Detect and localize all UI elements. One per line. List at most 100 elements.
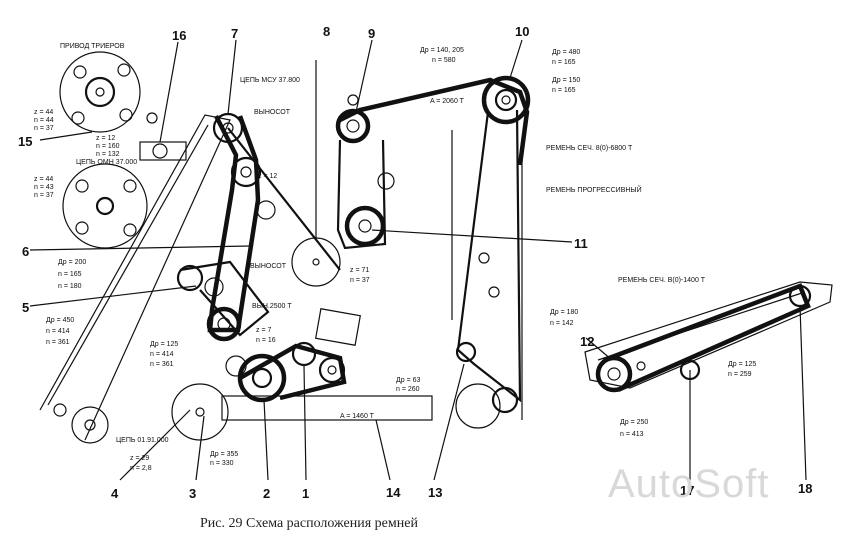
pulley-10 [481, 75, 531, 125]
pulley-180 [491, 386, 519, 414]
label-n361: n = 361 [46, 339, 70, 346]
label-chain-01: ЦЕПЬ 01.91.000 [116, 437, 169, 444]
label-n37-c: n = 37 [350, 277, 370, 284]
pulley-11-axle [358, 219, 372, 233]
label-chain-msu: ЦЕПЬ МСУ 37.800 [240, 77, 300, 84]
label-z29: z = 29 [130, 455, 149, 462]
callout-11: 11 [574, 236, 588, 251]
pulley-14-axle [327, 365, 337, 375]
belt-2-14 [238, 343, 347, 401]
label-chain-omn: ЦЕПЬ ОМН 37.000 [76, 159, 137, 166]
label-dp125: Др = 125 [150, 341, 178, 348]
sprocket-3 [171, 383, 229, 441]
callout-9: 9 [368, 26, 375, 41]
label-belt-1400: РЕМЕНЬ СЕЧ. В(0)-1400 Т [618, 277, 706, 284]
figure-caption: Рис. 29 Схема расположения ремней [200, 516, 418, 531]
label-vyn2500: ВЫН.2500 T [252, 303, 292, 310]
label-belt-progressive: РЕМЕНЬ ПРОГРЕССИВНЫЙ [546, 185, 642, 194]
callout-13: 13 [428, 485, 442, 500]
belt-5 [179, 260, 270, 337]
pulley-200 [176, 264, 204, 292]
idler-13b [488, 286, 500, 298]
bolt-hole [119, 108, 133, 122]
lower-drives [171, 308, 433, 441]
tensioner-9 [347, 94, 359, 106]
chain-link-strand [227, 127, 341, 271]
label-n413: n = 413 [620, 431, 644, 438]
label-vynosot-b: ВЫНОСОТ [250, 263, 287, 270]
label-dp250: Др = 250 [620, 419, 648, 426]
leader-10 [509, 39, 523, 79]
bolt-hole [123, 179, 137, 193]
right-elevator [584, 281, 833, 481]
callout-leader-18 [799, 305, 807, 481]
callout-1: 1 [302, 486, 309, 501]
pulley-13 [455, 341, 477, 363]
leader-1 [303, 365, 307, 481]
label-dp200: Др = 200 [58, 259, 86, 266]
pulley-10-axle [501, 95, 511, 105]
sprocket-3-axle [195, 407, 205, 417]
pulley-8-axle [312, 258, 320, 266]
label-dp125-b: Др = 125 [728, 361, 756, 368]
pulley-11-drive [344, 205, 386, 247]
upper-trier-axle [95, 87, 105, 97]
label-n16: n = 16 [256, 337, 276, 344]
callout-2: 2 [263, 486, 270, 501]
callout-10: 10 [515, 24, 529, 39]
callout-15: 15 [18, 134, 32, 149]
leader-6 [29, 245, 251, 251]
label-n259: n = 259 [728, 371, 752, 378]
callout-17: 17 [680, 483, 694, 498]
leader-9 [355, 39, 373, 113]
tensioner-sprocket [152, 143, 168, 159]
leader-16 [159, 41, 179, 143]
label-dp150: Др = 150 [552, 77, 580, 84]
idler-lower [225, 355, 247, 377]
lower-trier-hub [95, 196, 115, 216]
belt-12-18 [603, 283, 811, 393]
bolt-hole [75, 179, 89, 193]
elevator-frame [584, 281, 833, 389]
idler-bolt [146, 112, 158, 124]
label-n165-c: n = 165 [552, 87, 576, 94]
idler-13 [478, 252, 490, 264]
label-n43-b: n = 43 [34, 184, 54, 191]
label-vynosot-a: ВЫНОСОТ [254, 109, 291, 116]
label-n44-a: n = 44 [34, 117, 54, 124]
drive-pulley-8 [291, 60, 341, 287]
idler-pulley [377, 172, 395, 190]
label-dp450: Др = 450 [46, 317, 74, 324]
leader-7 [227, 39, 237, 115]
leader-4 [119, 409, 191, 481]
label-dp480: Др = 480 [552, 49, 580, 56]
label-n361-b: n = 361 [150, 361, 174, 368]
leader-14 [375, 419, 391, 481]
right-upper-drives [335, 75, 531, 429]
frame-rail [47, 124, 209, 406]
label-dp140: Др = 140, 205 [420, 47, 464, 54]
label-dp180: Др = 180 [550, 309, 578, 316]
callout-8: 8 [323, 24, 330, 39]
pulley-2 [237, 353, 287, 403]
trier-drive-group [59, 51, 187, 249]
label-dp63: Др = 63 [396, 377, 421, 384]
lower-frame [221, 395, 433, 421]
label-a2060: A = 2060 T [430, 98, 465, 105]
bolt-hole [123, 223, 137, 237]
pulley-10-hub [494, 88, 518, 112]
label-n37-b: n = 37 [34, 192, 54, 199]
sprocket-7b-axle [240, 166, 252, 178]
label-n142: n = 142 [550, 320, 574, 327]
bolt-hole [73, 65, 87, 79]
label-trier-drive: ПРИВОД ТРИЕРОВ [60, 43, 125, 50]
central-chain-drives [176, 112, 341, 342]
label-z12: z = 12 [96, 135, 115, 142]
callout-18: 18 [798, 481, 812, 496]
idler-12 [636, 361, 646, 371]
upper-trier-sprocket [59, 51, 141, 133]
callout-4: 4 [111, 486, 119, 501]
leader-lines [29, 39, 613, 481]
label-z44-b: z = 44 [34, 176, 53, 183]
label-z12-b: z = 12 [258, 173, 277, 180]
